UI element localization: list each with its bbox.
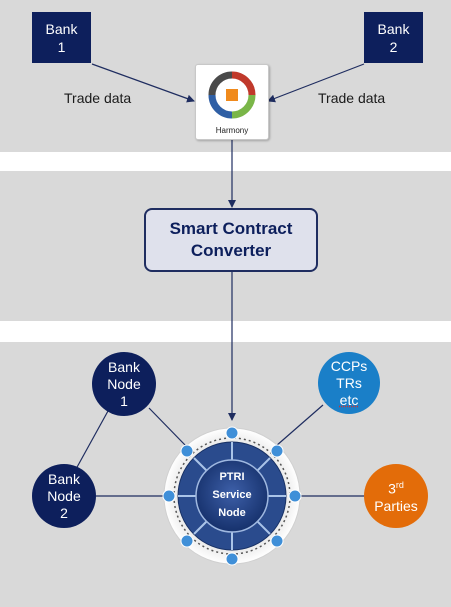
smart-contract-converter-box: Smart Contract Converter [144, 208, 318, 272]
link-bank-node-1-service [148, 407, 187, 447]
parties-number: 3 [388, 480, 396, 497]
link-bank-node-1-bank-node-2 [75, 410, 109, 470]
parties-superscript: rd [395, 480, 404, 491]
harmony-box: Harmony [195, 64, 269, 140]
parties-line-2: Parties [374, 497, 418, 514]
ccps-line-3: etc [339, 391, 359, 408]
bank-node-2-line-2: Node [47, 487, 81, 504]
trade-data-label-left: Trade data [64, 90, 132, 106]
service-node-line-1: PTRI [219, 471, 245, 483]
trade-data-label-right: Trade data [318, 90, 386, 106]
ccps-line-2: TRs [336, 374, 362, 391]
bank-node-2-line-3: 2 [60, 504, 68, 521]
ccps-line-1: CCPs [330, 357, 368, 374]
service-node-label: PTRI Service Node [197, 468, 267, 522]
bank-node-1-line-1: Bank [108, 358, 140, 375]
converter-line-1: Smart Contract [169, 219, 293, 238]
service-node-hub [162, 426, 302, 566]
ccps-trs-circle: CCPs TRs etc [318, 352, 380, 414]
bank-2-number: 2 [389, 38, 398, 55]
bank-2-label: Bank [377, 20, 410, 37]
bank-node-1-circle: Bank Node 1 [92, 352, 156, 416]
arrow-bank2-harmony [267, 63, 365, 103]
bank-1-label: Bank [45, 20, 78, 37]
harmony-logo-icon [208, 71, 256, 119]
link-ccps-service [275, 404, 324, 447]
harmony-label: Harmony [215, 126, 249, 135]
bank-2-box: Bank 2 [364, 12, 423, 63]
parties-line-1: 3rd [364, 477, 428, 498]
third-parties-circle: 3rd Parties [364, 464, 428, 528]
bank-1-box: Bank 1 [32, 12, 91, 63]
bank-node-1-line-2: Node [107, 375, 141, 392]
bank-node-2-circle: Bank Node 2 [32, 464, 96, 528]
arrow-bank1-harmony [91, 63, 195, 103]
converter-line-2: Converter [190, 241, 272, 260]
bank-1-number: 1 [57, 38, 66, 55]
bank-node-2-line-1: Bank [48, 470, 80, 487]
service-node-line-3: Node [218, 507, 246, 519]
bank-node-1-line-3: 1 [120, 392, 128, 409]
service-node-line-2: Service [212, 489, 252, 501]
